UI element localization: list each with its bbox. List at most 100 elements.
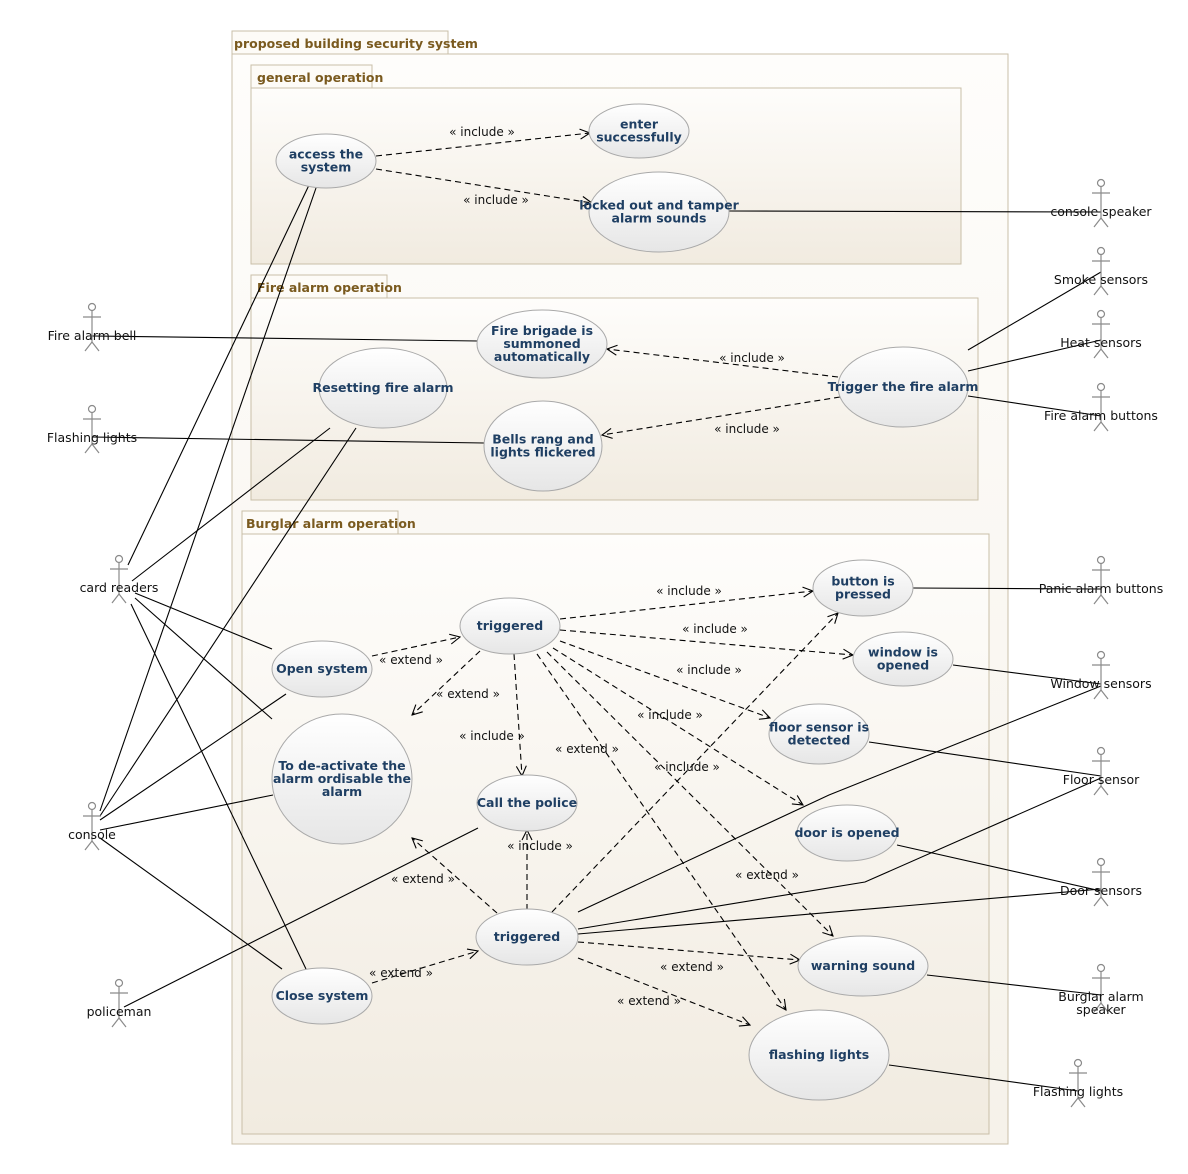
use-case-ellipse[interactable] xyxy=(796,804,898,862)
actor-policeman[interactable]: policeman xyxy=(87,978,152,1028)
actor-stick-figure-icon xyxy=(1069,1058,1087,1108)
label-include: « include » xyxy=(637,708,703,722)
use-case-ellipse[interactable] xyxy=(271,967,373,1025)
actor-label: Door sensors xyxy=(1060,883,1142,898)
associations xyxy=(91,182,1102,1092)
actor-label: Window sensors xyxy=(1050,676,1151,691)
use-case-label: door is opened xyxy=(794,825,899,840)
use-case-ellipse[interactable] xyxy=(271,640,373,698)
use-case-label: automatically xyxy=(494,349,590,364)
use-case-warning[interactable]: warning sound xyxy=(797,935,929,997)
use-case-trigger[interactable]: Trigger the fire alarm xyxy=(828,346,979,428)
assoc-trigger-buttons xyxy=(967,395,1102,417)
actor-stick-figure-icon xyxy=(83,302,101,352)
actor-panic[interactable]: Panic alarm buttons xyxy=(1039,555,1163,605)
actor-stick-figure-icon xyxy=(1092,309,1110,359)
actor-stick-figure-icon xyxy=(1092,857,1110,907)
use-case-ellipse[interactable] xyxy=(588,171,730,253)
label-include: « include » xyxy=(507,839,573,853)
use-case-resetting[interactable]: Resetting fire alarm xyxy=(312,347,454,429)
use-case-triggered2[interactable]: triggered xyxy=(475,908,579,966)
use-case-ellipse[interactable] xyxy=(459,597,561,655)
use-case-label: locked out and tamper xyxy=(579,198,739,213)
actor-door-sensors[interactable]: Door sensors xyxy=(1060,857,1142,907)
label-include: « include » xyxy=(676,663,742,677)
actor-label: card readers xyxy=(80,580,159,595)
actor-heat[interactable]: Heat sensors xyxy=(1060,309,1142,359)
actor-smoke[interactable]: Smoke sensors xyxy=(1054,246,1148,296)
assoc-door-sensors xyxy=(896,844,1102,892)
use-case-ellipse[interactable] xyxy=(476,774,578,832)
actor-stick-figure-icon xyxy=(1092,555,1110,605)
use-case-ellipse[interactable] xyxy=(812,559,914,617)
use-case-label: Call the police xyxy=(477,795,577,810)
assoc-button-panic xyxy=(912,587,1102,590)
use-case-ellipse[interactable] xyxy=(588,103,690,159)
actor-stick-figure-icon xyxy=(1092,650,1110,700)
actor-card-readers[interactable]: card readers xyxy=(80,554,159,604)
assoc-bell-brigade xyxy=(91,335,479,342)
assoc-floor-sensor xyxy=(868,741,1102,777)
use-case-ellipse[interactable] xyxy=(837,346,969,428)
actor-label: Fire alarm buttons xyxy=(1044,408,1158,423)
assoc-lights-bells xyxy=(91,436,485,444)
actor-console-speaker[interactable]: console speaker xyxy=(1050,178,1152,228)
use-case-flashing[interactable]: flashing lights xyxy=(748,1009,890,1101)
use-case-label: detected xyxy=(788,733,851,748)
use-case-ellipse[interactable] xyxy=(476,309,608,379)
actor-label: Flashing lights xyxy=(47,430,137,445)
actor-console[interactable]: console xyxy=(68,801,116,851)
use-case-ellipse[interactable] xyxy=(483,400,603,492)
use-case-ellipse[interactable] xyxy=(275,133,377,189)
use-case-door[interactable]: door is opened xyxy=(794,804,900,862)
assoc-console-open xyxy=(99,693,287,821)
dep-triggered1-flashing xyxy=(536,653,786,1010)
use-case-label: button is xyxy=(831,574,894,589)
actor-floor-sensor[interactable]: Floor sensor xyxy=(1063,746,1140,796)
use-case-ellipse[interactable] xyxy=(852,631,954,687)
use-case-open[interactable]: Open system xyxy=(271,640,373,698)
label-extend: « extend » xyxy=(436,687,500,701)
use-case-ellipse[interactable] xyxy=(318,347,448,429)
use-case-triggered1[interactable]: triggered xyxy=(459,597,561,655)
use-case-police[interactable]: Call the police xyxy=(476,774,578,832)
label-include: « include » xyxy=(459,729,525,743)
actor-label: Panic alarm buttons xyxy=(1039,581,1163,596)
use-case-ellipse[interactable] xyxy=(768,703,870,765)
use-case-label: alarm ordisable the xyxy=(273,771,411,786)
use-case-ellipse[interactable] xyxy=(475,908,579,966)
use-case-label: successfully xyxy=(596,130,682,145)
actor-fire-buttons[interactable]: Fire alarm buttons xyxy=(1044,382,1158,432)
actor-fire-bell[interactable]: Fire alarm bell xyxy=(48,302,137,352)
actor-flashing-right[interactable]: Flashing lights xyxy=(1033,1058,1123,1108)
dep-triggered2-button xyxy=(551,613,838,913)
dep-access-enter xyxy=(375,133,590,157)
actor-window-sensors[interactable]: Window sensors xyxy=(1050,650,1152,700)
dep-trigger-bells xyxy=(602,396,841,435)
dep-access-locked xyxy=(375,168,592,203)
use-case-label: alarm xyxy=(322,784,362,799)
actor-label: console xyxy=(68,827,116,842)
relationship-labels: « include » « include » « include » « in… xyxy=(369,125,799,1008)
use-case-ellipse[interactable] xyxy=(271,713,413,845)
use-case-label: Close system xyxy=(276,988,369,1003)
use-case-label: warning sound xyxy=(811,958,915,973)
use-case-close[interactable]: Close system xyxy=(271,967,373,1025)
use-case-ellipse[interactable] xyxy=(797,935,929,997)
label-include: « include » xyxy=(449,125,515,139)
actor-label: Burglar alarm xyxy=(1058,989,1144,1004)
dep-triggered1-floor xyxy=(559,640,770,718)
use-case-ellipse[interactable] xyxy=(748,1009,890,1101)
actor-flashing-left[interactable]: Flashing lights xyxy=(47,404,137,454)
use-case-label: window is xyxy=(868,645,938,660)
